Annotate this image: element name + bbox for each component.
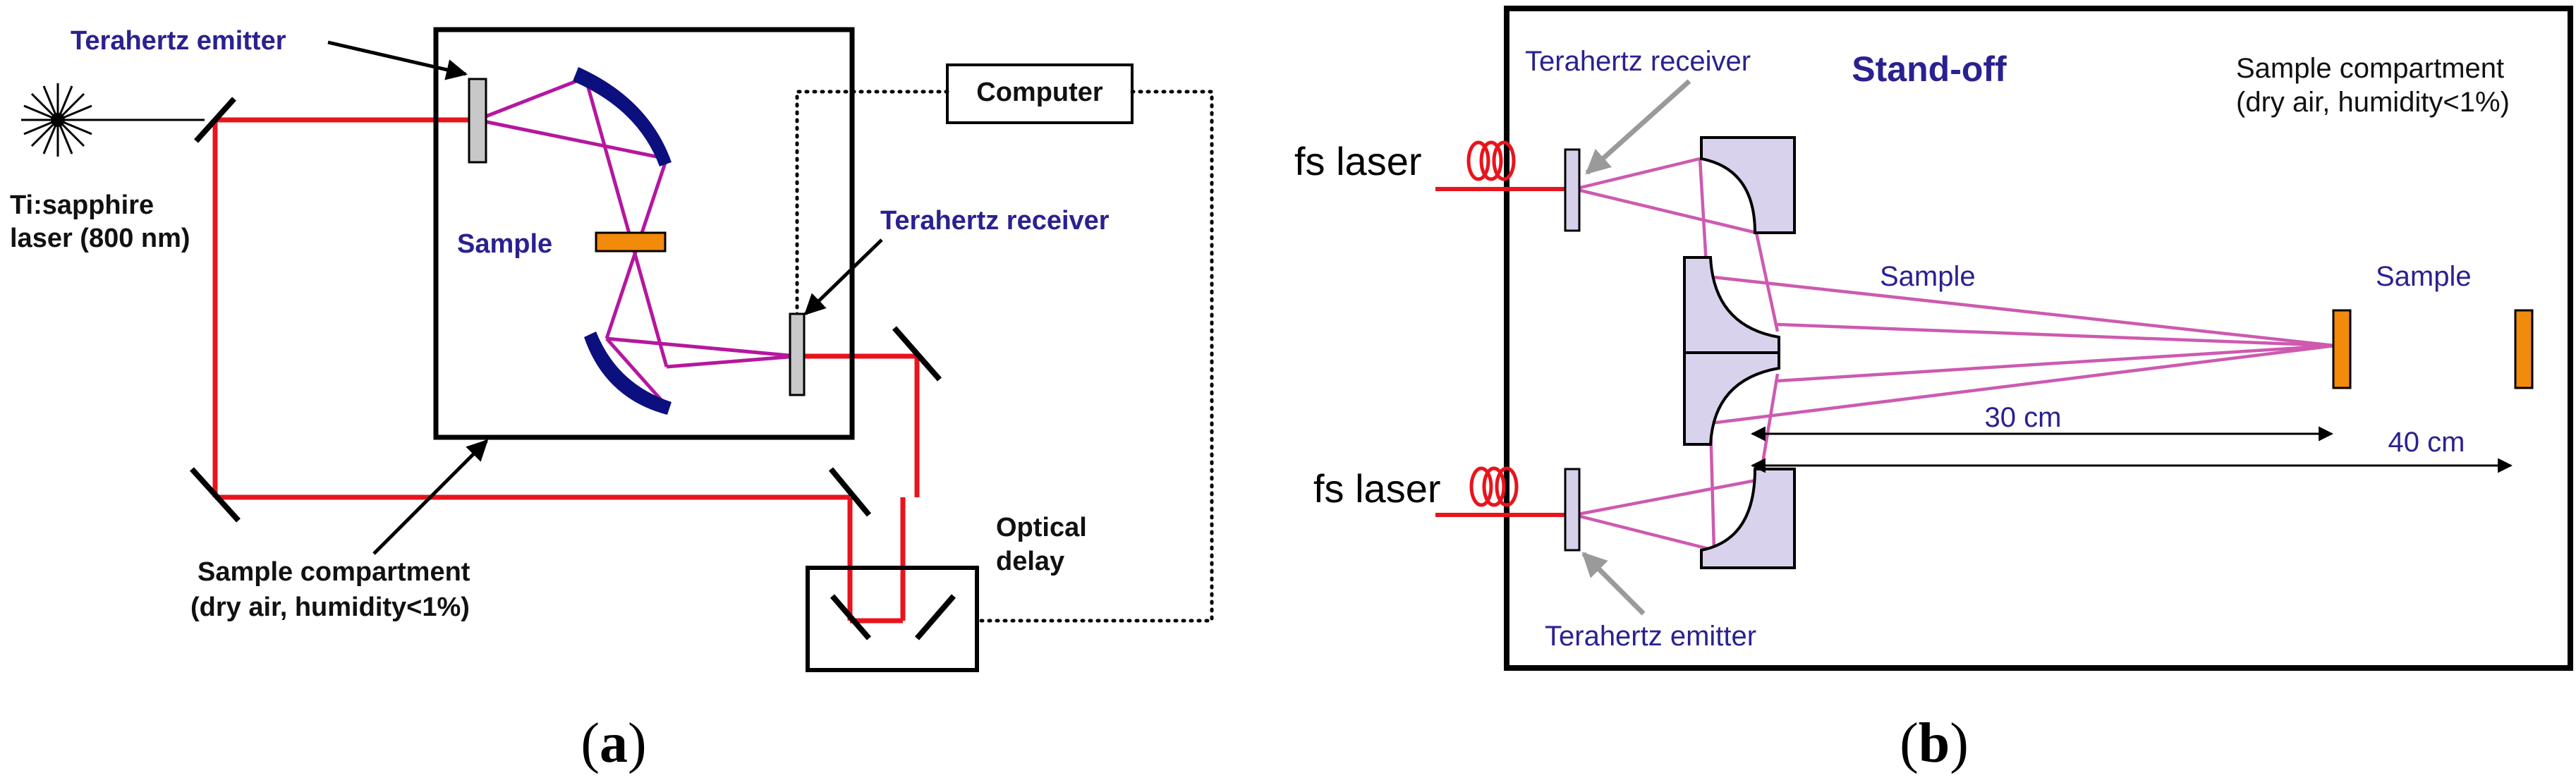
terahertz-receiver-element-b <box>1564 148 1581 232</box>
terahertz-emitter-element-b <box>1564 468 1581 552</box>
panel-b-caption: (b) <box>1900 712 1969 774</box>
fiber-coil-icon <box>1466 140 1516 181</box>
sample-compartment-box-a <box>433 27 855 440</box>
parabolic-mirrors-b <box>1683 136 1796 569</box>
terahertz-receiver-label-a: Terahertz receiver <box>880 206 1110 236</box>
parabolic-mirror-bottom-a <box>584 332 672 415</box>
receiver-arrow-b <box>1585 79 1691 175</box>
terahertz-emitter-label-a: Terahertz emitter <box>71 26 286 56</box>
computer-box <box>946 63 1134 124</box>
laser-beam-path-a <box>212 117 920 624</box>
sample-b-40cm <box>2514 309 2534 389</box>
sample-b-30cm <box>2332 309 2352 389</box>
receiver-arrow-a <box>803 238 883 316</box>
computer-label: Computer <box>976 78 1103 107</box>
optical-delay-box <box>806 566 979 672</box>
distance-label-30cm: 30 cm <box>1985 402 2062 433</box>
optical-delay-label-line2: delay <box>996 547 1064 576</box>
signal-dotted-lines <box>795 90 1214 623</box>
laser-burst-icon <box>21 83 95 157</box>
thz-beams-a <box>476 75 798 403</box>
emitter-arrow-a <box>327 40 468 80</box>
terahertz-emitter-element-a <box>468 78 487 164</box>
sample-compartment-box-b <box>1504 6 2573 671</box>
sample-compartment-label-b-line1: Sample compartment <box>2236 53 2504 84</box>
emitter-arrow-b <box>1581 552 1646 616</box>
sample-compartment-label-a-line1: Sample compartment <box>198 557 470 587</box>
fs-laser-label-bottom: fs laser <box>1313 466 1441 511</box>
terahertz-emitter-label-b: Terahertz emitter <box>1545 621 1756 652</box>
ti-sapphire-label-line2: laser (800 nm) <box>10 224 190 253</box>
mirror-b-center-upper <box>1683 256 1780 354</box>
terahertz-receiver-label-b: Terahertz receiver <box>1525 46 1751 77</box>
sample-label-b-center: Sample <box>1880 261 1976 292</box>
fiber-coil-icon-bottom <box>1469 466 1519 507</box>
sample-label-a: Sample <box>457 229 552 259</box>
sample-label-b-right: Sample <box>2376 261 2472 292</box>
optical-delay-label-line1: Optical <box>996 513 1087 542</box>
thz-beams-b <box>1574 157 2335 552</box>
fs-laser-label-top: fs laser <box>1294 139 1422 183</box>
distance-label-40cm: 40 cm <box>2388 427 2465 458</box>
steering-mirrors-a <box>190 97 956 640</box>
stand-off-label: Stand-off <box>1852 49 2007 89</box>
panel-a: Computer Terahertz emitter Ti:sapphire <box>10 26 1214 774</box>
sample-compartment-label-b-line2: (dry air, humidity<1%) <box>2236 87 2510 118</box>
mirror-b-bottom <box>1700 468 1796 569</box>
parabolic-mirror-top-a <box>573 67 672 166</box>
mirror-b-top <box>1700 136 1796 234</box>
terahertz-receiver-element-a <box>789 312 806 396</box>
ti-sapphire-label-line1: Ti:sapphire <box>10 190 154 220</box>
compartment-arrow-a <box>372 439 489 555</box>
panel-b: 30 cm 40 cm Terahertz receiver Terahertz… <box>1294 6 2573 774</box>
mirror-b-center-lower <box>1683 351 1780 446</box>
sample-a <box>595 231 667 253</box>
panel-a-caption: (a) <box>581 712 646 774</box>
sample-compartment-label-a-line2: (dry air, humidity<1%) <box>190 592 470 622</box>
